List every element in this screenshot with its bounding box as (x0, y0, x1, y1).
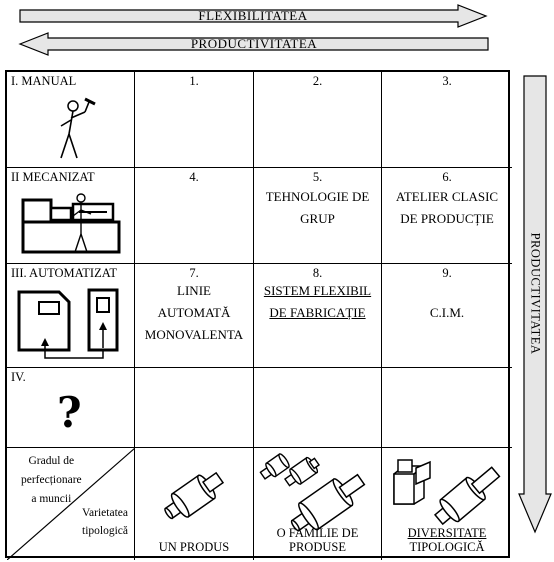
product-variety-label: UN PRODUS (135, 540, 253, 554)
cell-number: 7. (189, 266, 199, 280)
productivity-vertical-arrow (518, 74, 552, 534)
bottom-text-line: TIPOLOGICĂ (409, 540, 485, 554)
corner-text-line: perfecționare (21, 474, 82, 486)
single-product-cell: UN PRODUS (135, 448, 254, 560)
corner-work-level-label: Gradul de perfecționare a muncii (21, 452, 82, 509)
row-manual-title-cell: I. MANUAL (7, 72, 135, 168)
cell-4: 4. (135, 168, 254, 264)
cell-text-line: SISTEM FLEXIBIL (263, 283, 372, 298)
bottom-text-line: UN PRODUS (158, 540, 230, 554)
right-arrow-icon (19, 4, 488, 28)
cell-number: 8. (312, 266, 323, 280)
medium-shaft-icon (283, 456, 321, 487)
manual-worker-icon (60, 97, 96, 159)
row-automated-title-cell: III. AUTOMATIZAT (7, 264, 135, 368)
cell-text-line: DE PRODUCȚIE (400, 211, 494, 226)
cell-number: 9. (442, 266, 452, 280)
left-arrow-icon (18, 32, 489, 56)
cell-text: C.I.M. (382, 302, 512, 324)
cell-number: 6. (442, 170, 452, 184)
row-iv-title-cell: IV. ? (7, 368, 135, 448)
corner-text-line: Gradul de (28, 455, 75, 467)
cell-text-line: MONOVALENTA (144, 327, 244, 342)
shaft-part-icon (164, 471, 225, 520)
cell-9-cim: 9. C.I.M. (382, 264, 512, 368)
small-pin-icon (259, 453, 290, 480)
row-title: I. MANUAL (11, 74, 77, 88)
flexibility-arrow: FLEXIBILITATEA (18, 4, 488, 28)
cell-text-line: LINIE (177, 283, 211, 298)
cell-number: 2. (312, 74, 323, 88)
cell-number: 1. (189, 74, 199, 88)
large-shaft-icon (290, 473, 366, 532)
cell-8-flexible-system: 8. SISTEM FLEXIBIL DE FABRICAȚIE (254, 264, 382, 368)
bottom-text-line: PRODUSE (289, 540, 346, 554)
cell-text: LINIE AUTOMATĂ MONOVALENTA (135, 280, 253, 346)
corner-variety-label: Varietatea tipologică (82, 504, 128, 540)
productivity-vertical-text: PRODUCTIVITATEA (528, 232, 543, 354)
classification-grid: I. MANUAL 1. 2. 3. II MECANIZAT (5, 70, 512, 560)
cell-5-group-technology: 5. TEHNOLOGIE DE GRUP (254, 168, 382, 264)
cell-number: 3. (442, 74, 452, 88)
corner-header-cell: Gradul de perfecționare a muncii Varieta… (7, 448, 135, 560)
cell-empty (254, 368, 382, 448)
cell-text-line: AUTOMATĂ (157, 305, 231, 320)
shaft-part-icon (433, 466, 501, 526)
productivity-arrow-label: PRODUCTIVITATEA (190, 36, 318, 51)
cell-text: SISTEM FLEXIBIL DE FABRICAȚIE (254, 280, 381, 324)
cell-text-line: ATELIER CLASIC (395, 189, 499, 204)
block-part-icon (393, 459, 431, 505)
product-variety-label: DIVERSITATE TIPOLOGICĂ (382, 526, 512, 554)
corner-text-line: Varietatea (82, 507, 128, 519)
productivity-vertical-label: PRODUCTIVITATEA (523, 108, 547, 478)
row-title: II MECANIZAT (11, 170, 95, 184)
row-title: III. AUTOMATIZAT (11, 266, 118, 280)
cell-text: TEHNOLOGIE DE GRUP (254, 186, 381, 230)
corner-text-line: tipologică (82, 525, 128, 537)
machine-tool-operator-icon (21, 193, 121, 254)
bottom-text-line: DIVERSITATE (407, 526, 487, 540)
cell-3: 3. (382, 72, 512, 168)
cell-text-line: C.I.M. (429, 305, 465, 320)
cell-number: 4. (189, 170, 199, 184)
cell-text-line: TEHNOLOGIE DE (265, 189, 370, 204)
cell-text: ATELIER CLASIC DE PRODUCȚIE (382, 186, 512, 230)
row-mechanized-title-cell: II MECANIZAT (7, 168, 135, 264)
cell-empty (135, 368, 254, 448)
cell-text-line: DE FABRICAȚIE (269, 305, 366, 320)
bottom-text-line: O FAMILIE DE (276, 526, 359, 540)
diverse-products-cell: DIVERSITATE TIPOLOGICĂ (382, 448, 512, 560)
corner-text-line: a muncii (31, 493, 72, 505)
productivity-arrow: PRODUCTIVITATEA (18, 32, 490, 56)
corner-diagonal-line (7, 448, 134, 560)
cell-7-automated-line: 7. LINIE AUTOMATĂ MONOVALENTA (135, 264, 254, 368)
product-variety-label: O FAMILIE DE PRODUSE (254, 526, 381, 554)
cell-1: 1. (135, 72, 254, 168)
cell-number: 5. (312, 170, 323, 184)
cell-empty (382, 368, 512, 448)
cell-2: 2. (254, 72, 382, 168)
cell-text-line: GRUP (300, 211, 335, 226)
row-title: IV. (11, 370, 26, 384)
automated-system-icon (17, 288, 119, 359)
down-arrow-icon (518, 75, 552, 534)
question-mark: ? (57, 388, 82, 437)
product-family-cell: O FAMILIE DE PRODUSE (254, 448, 382, 560)
flexibility-arrow-label: FLEXIBILITATEA (198, 8, 308, 23)
cell-6-classic-workshop: 6. ATELIER CLASIC DE PRODUCȚIE (382, 168, 512, 264)
